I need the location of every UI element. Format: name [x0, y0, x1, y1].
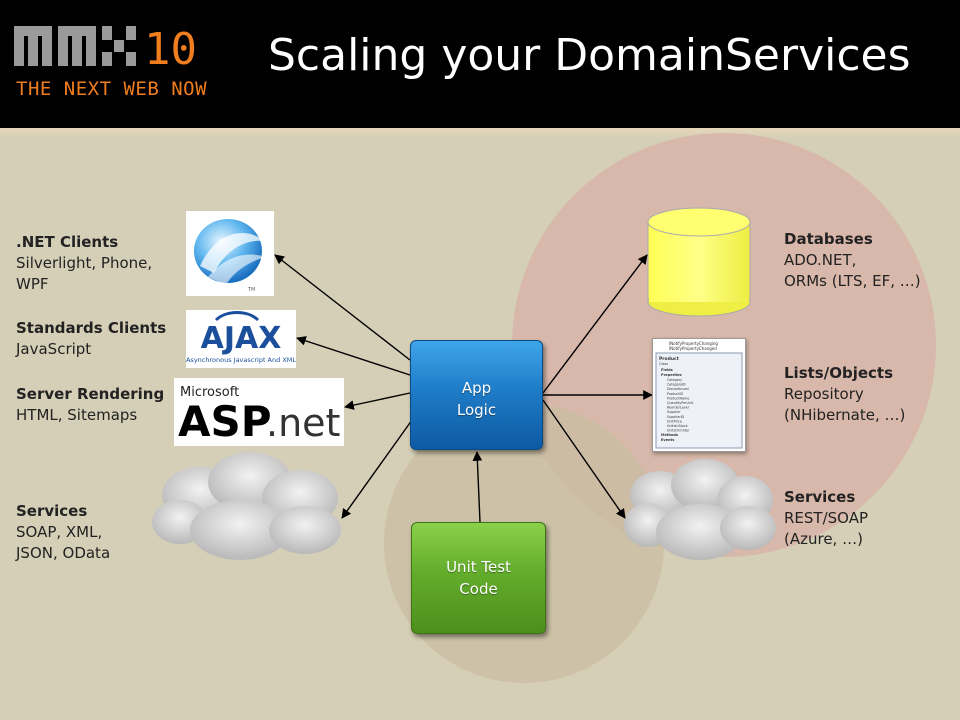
server-rendering-heading: Server Rendering — [16, 385, 165, 403]
databases-heading: Databases — [784, 230, 873, 248]
standards-clients-detail: JavaScript — [16, 340, 92, 358]
class-diagram-frame — [655, 352, 743, 449]
unit-test-code-box: Unit Test Code — [411, 522, 546, 634]
class-diagram-text: UnitPrice — [667, 419, 682, 423]
databases-detail: ADO.NET, ORMs (LTS, EF, …) — [784, 251, 921, 290]
class-diagram-text: QuantityPerUnit — [667, 401, 694, 405]
class-diagram-text: ProductName — [667, 396, 689, 400]
svg-text:10: 10 — [144, 24, 197, 70]
label-server-rendering: Server Rendering HTML, Sitemaps — [16, 384, 164, 426]
lists-objects-detail: Repository (NHibernate, …) — [784, 385, 906, 424]
class-diagram-text: Fields — [661, 368, 673, 372]
backend-services-heading: Services — [784, 488, 856, 506]
header-stripe — [0, 128, 960, 138]
label-backend-services: Services REST/SOAP (Azure, …) — [784, 487, 868, 550]
class-diagram-text: UnitsInStock — [667, 424, 688, 428]
standards-clients-heading: Standards Clients — [16, 319, 167, 337]
server-rendering-detail: HTML, Sitemaps — [16, 406, 138, 424]
arrow-to-standards-clients — [296, 336, 411, 376]
client-services-cloud-icon — [152, 452, 341, 560]
svg-text:TM: TM — [247, 287, 255, 293]
label-client-services: Services SOAP, XML, JSON, OData — [16, 501, 110, 564]
backend-services-detail: REST/SOAP (Azure, …) — [784, 509, 869, 548]
class-diagram-text: CategoryID — [667, 383, 686, 387]
svg-text:ASP: ASP — [178, 397, 272, 446]
arrow-to-server-rendering — [344, 392, 411, 410]
header-bar: 10 THE NEXT WEB NOW Scaling your DomainS… — [0, 0, 960, 128]
class-diagram-text: INotifyPropertyChanging — [669, 341, 718, 346]
label-net-clients: .NET Clients Silverlight, Phone, WPF — [16, 232, 152, 295]
label-databases: Databases ADO.NET, ORMs (LTS, EF, …) — [784, 229, 921, 292]
class-diagram-text: Methods — [661, 433, 678, 437]
class-diagram-text: Discontinued — [667, 387, 689, 391]
svg-text:.net: .net — [266, 401, 340, 445]
class-diagram-text: INotifyPropertyChanged — [669, 346, 717, 351]
arrow-to-databases — [542, 254, 648, 394]
label-standards-clients: Standards Clients JavaScript — [16, 318, 166, 360]
svg-text:AJAX: AJAX — [201, 321, 282, 356]
label-lists-objects: Lists/Objects Repository (NHibernate, …) — [784, 363, 905, 426]
arrow-unit-test-to-app — [472, 451, 483, 523]
class-diagram-text: Supplier — [667, 410, 681, 414]
app-logic-box: App Logic — [410, 340, 543, 450]
client-services-detail: SOAP, XML, JSON, OData — [16, 523, 111, 562]
app-logic-label: App Logic — [456, 379, 497, 419]
class-diagram-text: Events — [661, 438, 674, 442]
net-clients-detail: Silverlight, Phone, WPF — [16, 254, 153, 293]
page-title: Scaling your DomainServices — [268, 30, 911, 81]
svg-text:Asynchronous Javascript And XM: Asynchronous Javascript And XML — [186, 356, 296, 364]
arrow-to-backend-services — [542, 399, 626, 519]
aspnet-logo-icon: Microsoft ASP .net — [174, 378, 344, 446]
silverlight-logo-icon: TM — [186, 211, 274, 296]
arrow-to-client-services — [341, 419, 413, 519]
class-diagram-text: SupplierID — [667, 415, 685, 419]
client-services-heading: Services — [16, 502, 88, 520]
class-diagram-text: ProductID — [667, 392, 683, 396]
class-diagram-text: ReorderLevel — [667, 406, 689, 410]
ajax-logo-icon: AJAX Asynchronous Javascript And XML — [186, 310, 296, 368]
unit-test-label: Unit Test Code — [446, 558, 511, 598]
class-diagram-text: Class — [659, 362, 668, 366]
class-diagram-text: Product — [659, 356, 680, 362]
logo-tagline: THE NEXT WEB NOW — [16, 78, 208, 100]
net-clients-heading: .NET Clients — [16, 233, 119, 251]
database-cylinder-icon — [647, 207, 751, 317]
mix10-logo-icon: 10 — [14, 24, 197, 70]
class-diagram-text: Properties — [661, 373, 682, 377]
class-diagram-text: UnitsOnOrder — [667, 429, 690, 433]
svg-text:Microsoft: Microsoft — [180, 385, 239, 400]
class-diagram-text: Category — [667, 378, 682, 382]
lists-objects-heading: Lists/Objects — [784, 364, 893, 382]
backend-services-cloud-icon — [624, 459, 776, 560]
arrow-to-net-clients — [274, 254, 411, 361]
